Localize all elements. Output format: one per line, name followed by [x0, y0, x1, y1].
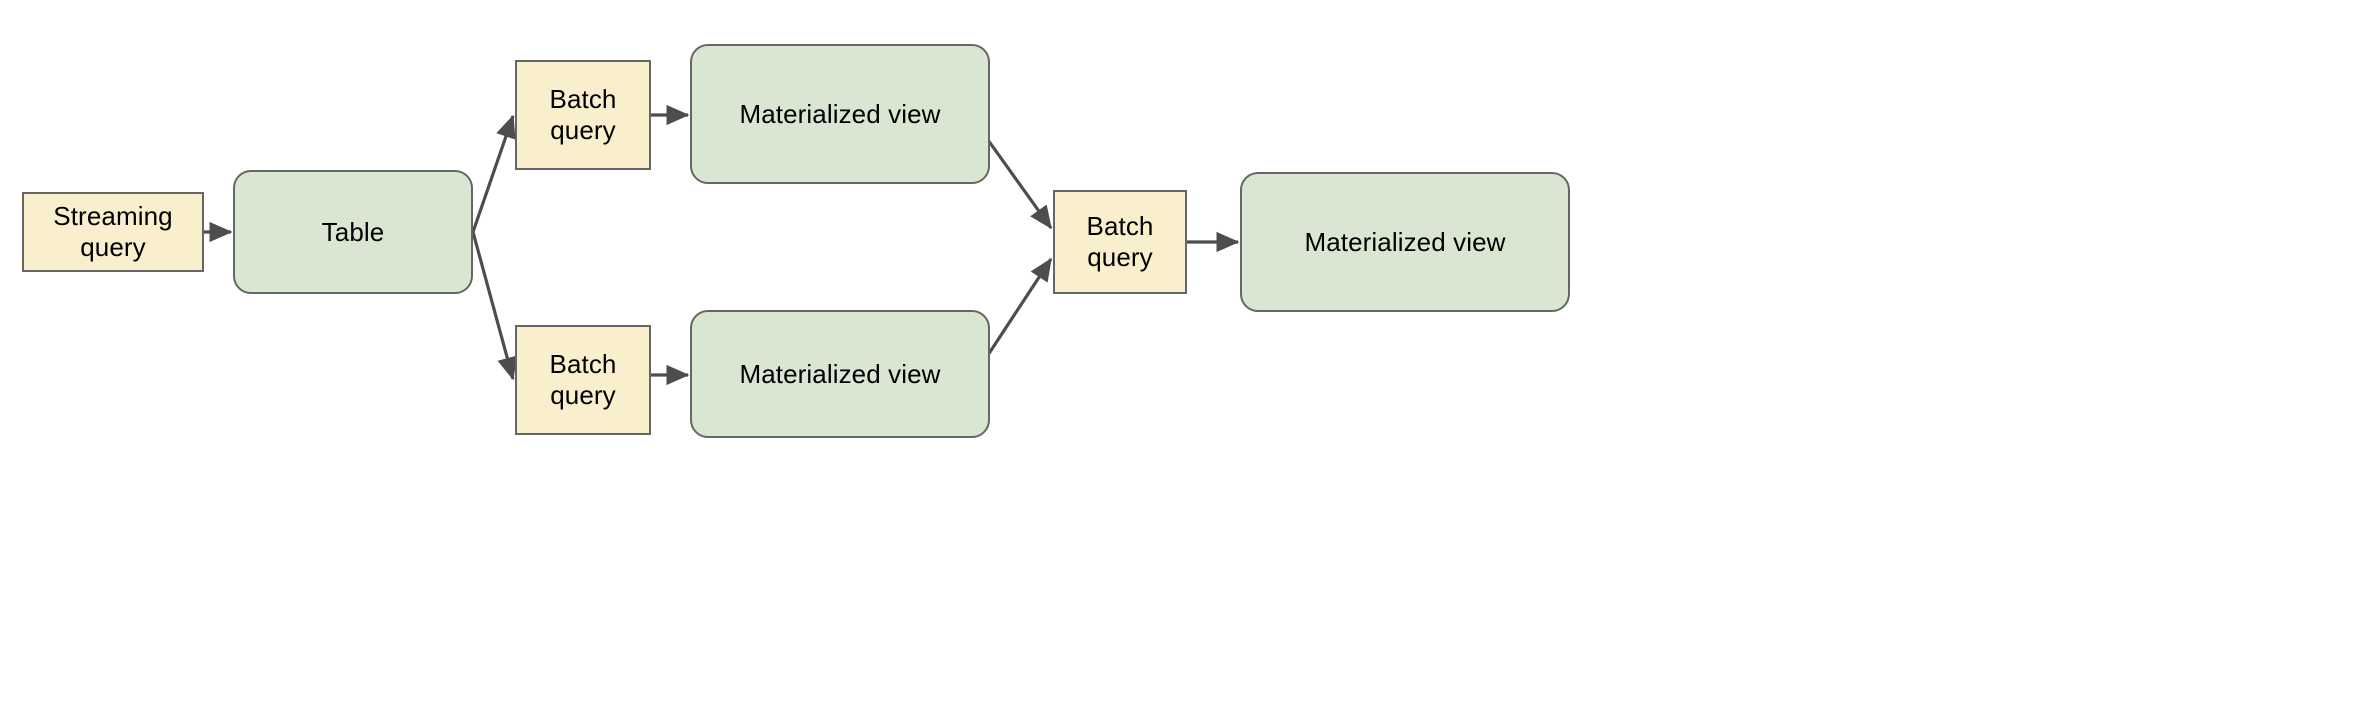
node-materialized-view-bottom[interactable]: Materialized view — [690, 310, 990, 438]
node-materialized-view-top[interactable]: Materialized view — [690, 44, 990, 184]
edge-mv-bottom-to-batch-center — [986, 257, 1053, 356]
node-label: Batch query — [549, 349, 617, 410]
node-batch-query-top[interactable]: Batch query — [515, 60, 651, 170]
edge-table-to-batch-bottom — [471, 231, 518, 381]
node-label: Materialized view — [1304, 226, 1506, 257]
node-table[interactable]: Table — [233, 170, 473, 294]
edge-mv-top-to-batch-center — [986, 139, 1053, 230]
edge-table-to-batch-top — [471, 114, 516, 233]
node-label: Materialized view — [739, 358, 941, 389]
node-streaming-query[interactable]: Streaming query — [22, 192, 204, 272]
node-label: Table — [321, 216, 385, 247]
node-batch-query-bottom[interactable]: Batch query — [515, 325, 651, 435]
node-label: Materialized view — [739, 98, 941, 129]
node-label: Streaming query — [53, 201, 173, 262]
node-materialized-view-right[interactable]: Materialized view — [1240, 172, 1570, 312]
node-label: Batch query — [549, 84, 617, 145]
node-label: Batch query — [1086, 211, 1154, 272]
node-batch-query-center[interactable]: Batch query — [1053, 190, 1187, 294]
